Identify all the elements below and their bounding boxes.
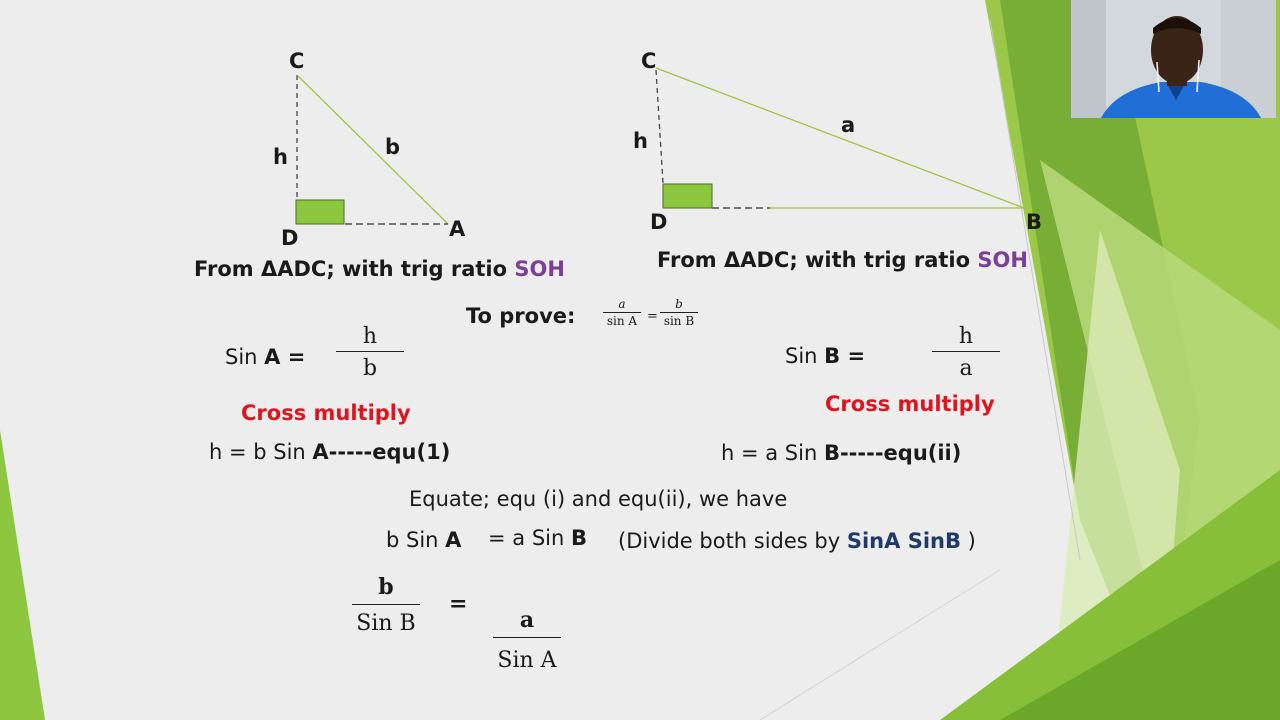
presenter-webcam: [1071, 0, 1276, 118]
side-label-b: b: [385, 135, 401, 159]
to-prove-equals: =: [647, 309, 658, 324]
equation-1: h = b Sin A-----equ(1): [209, 440, 451, 464]
from-adc-left: From ΔADC; with trig ratio SOH: [194, 257, 565, 281]
divide-note: (Divide both sides by SinA SinB ): [618, 529, 976, 553]
from-adc-right: From ΔADC; with trig ratio SOH: [657, 248, 1028, 272]
vertex-label-d: D: [650, 210, 668, 234]
cross-multiply-left: Cross multiply: [241, 401, 411, 425]
final-equals: =: [449, 591, 468, 617]
vertex-label-a: A: [449, 217, 466, 241]
cross-multiply-right: Cross multiply: [825, 392, 995, 416]
sin-a-equation: Sin A =: [225, 345, 306, 369]
to-prove-fraction-left: a sin A: [603, 298, 641, 327]
a-sin-b: = a Sin B: [488, 526, 587, 550]
equation-2: h = a Sin B-----equ(ii): [721, 441, 962, 465]
vertex-label-c: C: [289, 49, 305, 73]
sin-b-equation: Sin B =: [785, 344, 866, 368]
side-label-a: a: [841, 113, 856, 137]
side-label-h: h: [273, 145, 288, 169]
to-prove-label: To prove:: [466, 304, 576, 328]
final-fraction-a-sina: a Sin A: [493, 609, 561, 672]
vertex-label-b: B: [1026, 210, 1043, 234]
sin-b-fraction: h a: [932, 326, 1000, 380]
side-label-h: h: [633, 129, 648, 153]
final-fraction-b-sinb: b Sin B: [352, 576, 420, 635]
sin-a-fraction: h b: [336, 326, 404, 380]
to-prove-fraction-right: b sin B: [660, 298, 698, 327]
b-sin-a: b Sin A: [386, 528, 462, 552]
vertex-label-d: D: [281, 226, 299, 250]
equate-text: Equate; equ (i) and equ(ii), we have: [409, 487, 788, 511]
vertex-label-c: C: [641, 49, 657, 73]
